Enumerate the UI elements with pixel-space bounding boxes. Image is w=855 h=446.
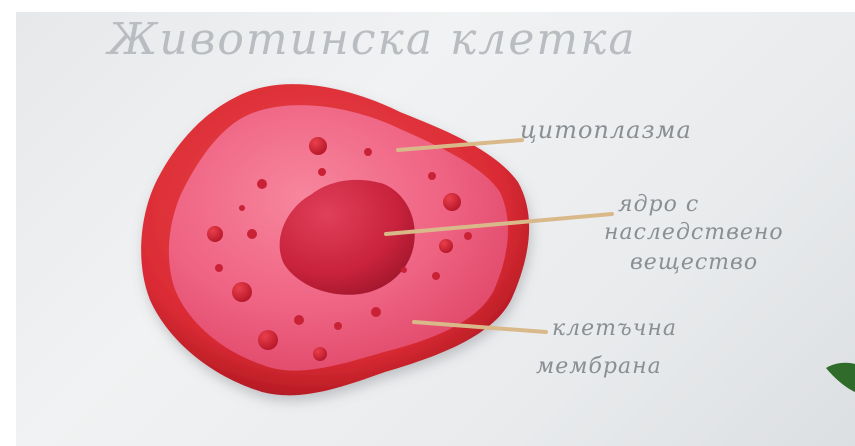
nucleus-label-line-1: ядро с	[618, 194, 699, 216]
page-title: Животинска клетка	[108, 18, 637, 62]
nucleus-label-line-2: наследствено	[604, 222, 784, 244]
nucleus-label-line-3: вещество	[630, 252, 758, 274]
cytoplasm-label: цитоплазма	[520, 118, 692, 142]
membrane-label-line-2: мембрана	[536, 356, 662, 378]
membrane-label-line-1: клетъчна	[552, 318, 677, 340]
plant-leaf	[826, 363, 855, 392]
